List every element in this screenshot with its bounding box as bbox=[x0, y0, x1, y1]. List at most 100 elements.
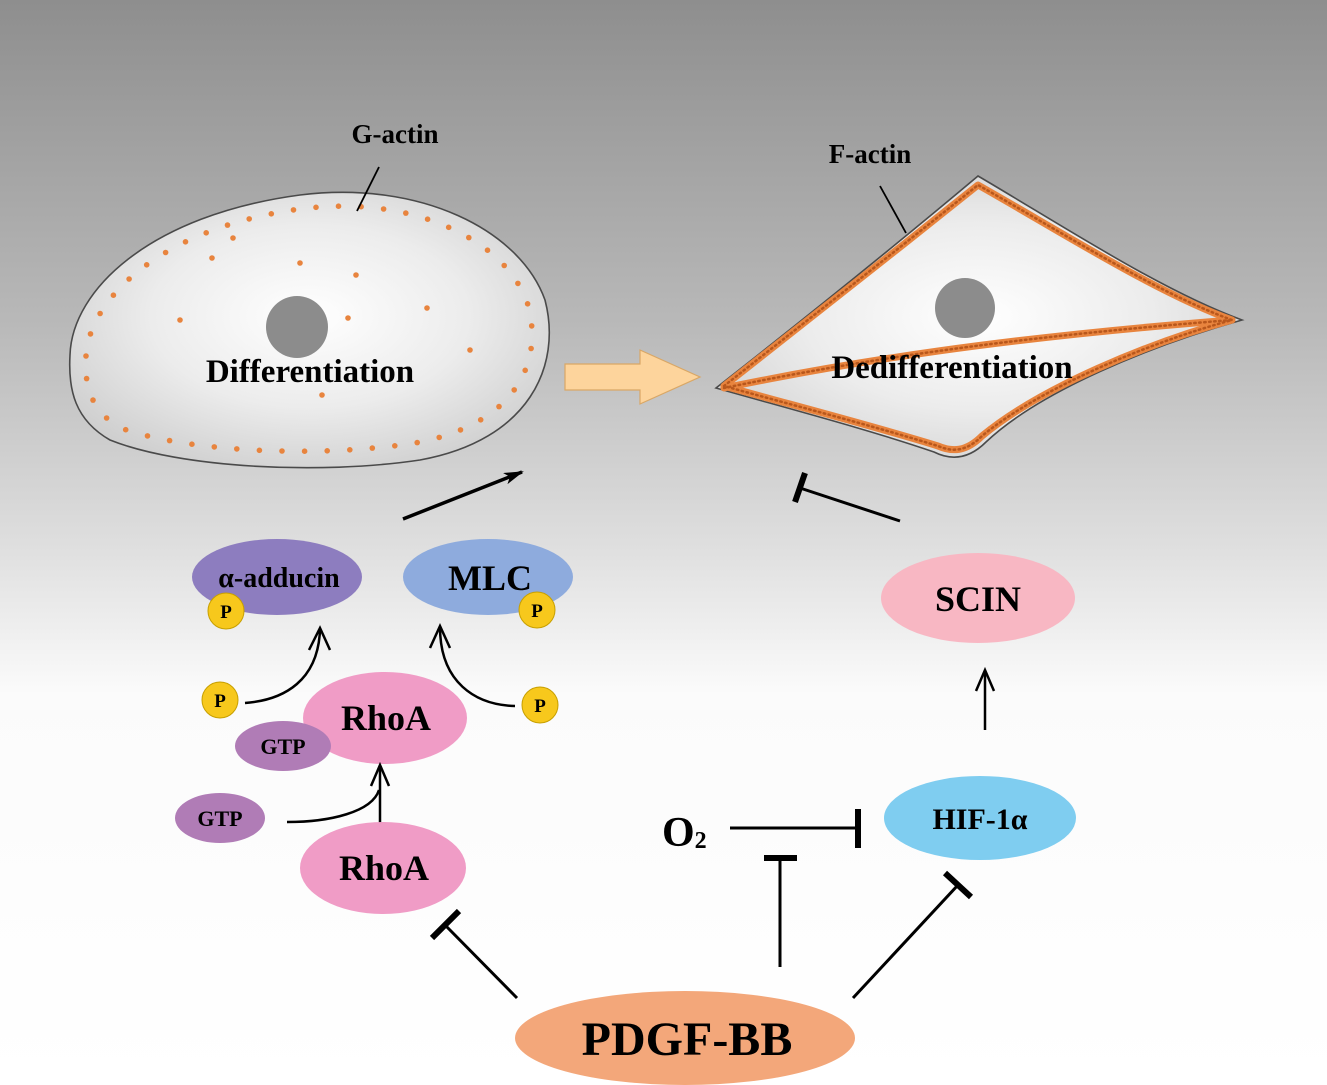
g-actin-dot bbox=[203, 230, 209, 236]
g-actin-dot bbox=[256, 447, 263, 454]
hif1a-ellipse bbox=[884, 776, 1076, 860]
inhibition-bar bbox=[429, 908, 462, 941]
phosphorylation-mlc: P bbox=[428, 622, 559, 724]
g-actin-dot bbox=[301, 448, 308, 455]
f-actin-pointer-line bbox=[879, 185, 907, 234]
scin-label: SCIN bbox=[935, 579, 1021, 619]
arrowhead bbox=[428, 622, 452, 649]
gtp-loading-curve bbox=[286, 789, 381, 824]
gtp-free-label: GTP bbox=[197, 806, 242, 831]
dedifferentiated-nucleus bbox=[935, 278, 995, 338]
g-actin-dot bbox=[143, 262, 150, 268]
g-actin-dot bbox=[230, 235, 236, 241]
g-actin-dot bbox=[177, 317, 183, 323]
g-actin-dot bbox=[110, 292, 117, 299]
g-actin-dot bbox=[403, 210, 409, 216]
pdgf-bb-node: PDGF-BB bbox=[515, 991, 855, 1085]
g-actin-dot bbox=[224, 222, 231, 228]
rhoa-inactive-node: RhoA bbox=[300, 822, 466, 914]
g-actin-dot bbox=[246, 216, 252, 222]
g-actin-dot bbox=[392, 443, 398, 449]
g-actin-dot bbox=[83, 375, 90, 382]
g-actin-dot bbox=[369, 445, 376, 451]
g-actin-dot bbox=[319, 392, 325, 398]
arrowhead bbox=[307, 625, 332, 651]
rhoa-inactive-label: RhoA bbox=[339, 848, 429, 888]
inhibition-line bbox=[851, 883, 960, 1000]
f-actin-outer-texture bbox=[721, 183, 1237, 451]
hif1a-label: HIF-1α bbox=[932, 803, 1027, 836]
alpha-adducin-label: α-adducin bbox=[218, 563, 340, 594]
g-actin-dot bbox=[268, 211, 275, 217]
phosphate-label: P bbox=[531, 601, 543, 622]
curved-arrow bbox=[244, 629, 322, 705]
g-actin-dot bbox=[324, 448, 331, 454]
differentiated-cell: Differentiation G-actin bbox=[68, 119, 551, 469]
g-actin-dot bbox=[515, 280, 521, 287]
g-actin-dot bbox=[466, 234, 472, 241]
arrowhead bbox=[369, 761, 391, 787]
phosphorylation-alpha-adducin: P bbox=[201, 625, 332, 719]
g-actin-dot bbox=[87, 331, 94, 337]
g-actin-dot bbox=[83, 353, 89, 359]
pdgf-inhibits-hif1a bbox=[851, 870, 974, 1000]
g-actin-dot bbox=[424, 305, 430, 311]
phosphate-label: P bbox=[214, 691, 226, 712]
g-actin-dot bbox=[234, 446, 240, 452]
g-actin-dot bbox=[528, 323, 535, 329]
g-actin-dot bbox=[335, 203, 342, 209]
hif1a-node: HIF-1α bbox=[884, 776, 1076, 860]
scin-ellipse bbox=[881, 553, 1075, 643]
g-actin-dot bbox=[126, 276, 132, 282]
phosphate-circle bbox=[521, 686, 559, 724]
g-actin-dot bbox=[484, 247, 491, 253]
g-actin-dot bbox=[290, 207, 297, 213]
oxygen-symbol: O bbox=[662, 810, 695, 856]
rhoa-inactive-ellipse bbox=[300, 822, 466, 914]
g-actin-dot bbox=[122, 426, 129, 433]
phosphate-circle bbox=[207, 592, 245, 630]
g-actin-dot bbox=[144, 433, 151, 439]
pdgf-bb-label: PDGF-BB bbox=[582, 1013, 793, 1066]
g-actin-dot bbox=[279, 448, 285, 454]
inhibition-line bbox=[799, 486, 901, 523]
curved-arrow bbox=[438, 626, 516, 708]
g-actin-dot bbox=[211, 444, 218, 450]
g-actin-dot bbox=[90, 397, 96, 403]
phosphate-label: P bbox=[534, 696, 546, 717]
g-actin-dot bbox=[347, 447, 353, 453]
inhibition-bar bbox=[942, 870, 974, 900]
rhoa-active-label: RhoA bbox=[341, 698, 431, 738]
g-actin-dot bbox=[189, 441, 195, 448]
g-actin-dot bbox=[528, 345, 534, 352]
g-actin-dot bbox=[166, 437, 173, 444]
g-actin-pointer-line bbox=[356, 166, 380, 212]
pdgf-inhibits-oxygen-effect bbox=[764, 855, 797, 967]
mlc-node: MLC P bbox=[403, 539, 573, 629]
f-actin-diagonal-texture bbox=[722, 318, 1234, 390]
pdgf-bb-ellipse bbox=[515, 991, 855, 1085]
g-actin-dot bbox=[522, 367, 528, 374]
g-actin-dot bbox=[103, 415, 110, 421]
g-actin-label: G-actin bbox=[352, 119, 439, 149]
transition-block-arrow bbox=[564, 349, 702, 405]
g-actin-dot bbox=[445, 224, 452, 231]
g-actin-dot bbox=[353, 272, 359, 278]
g-actin-dot bbox=[496, 403, 502, 410]
g-actin-dot bbox=[436, 434, 443, 441]
oxygen-node: O2 bbox=[662, 809, 861, 856]
pdgf-inhibits-rhoa bbox=[429, 908, 519, 1000]
g-actin-dots bbox=[83, 203, 535, 455]
gtp-bound-label: GTP bbox=[260, 734, 305, 759]
g-actin-dot bbox=[345, 315, 351, 321]
g-actin-dot bbox=[524, 301, 531, 307]
alpha-adducin-node: α-adducin P bbox=[192, 539, 362, 630]
oxygen-label: O2 bbox=[662, 810, 707, 856]
oxygen-subscript: 2 bbox=[695, 828, 707, 854]
rhoa-activation: GTP bbox=[175, 761, 391, 843]
g-actin-dot bbox=[414, 439, 421, 446]
g-actin-dot bbox=[313, 204, 319, 211]
inhibition-line bbox=[443, 923, 519, 1000]
